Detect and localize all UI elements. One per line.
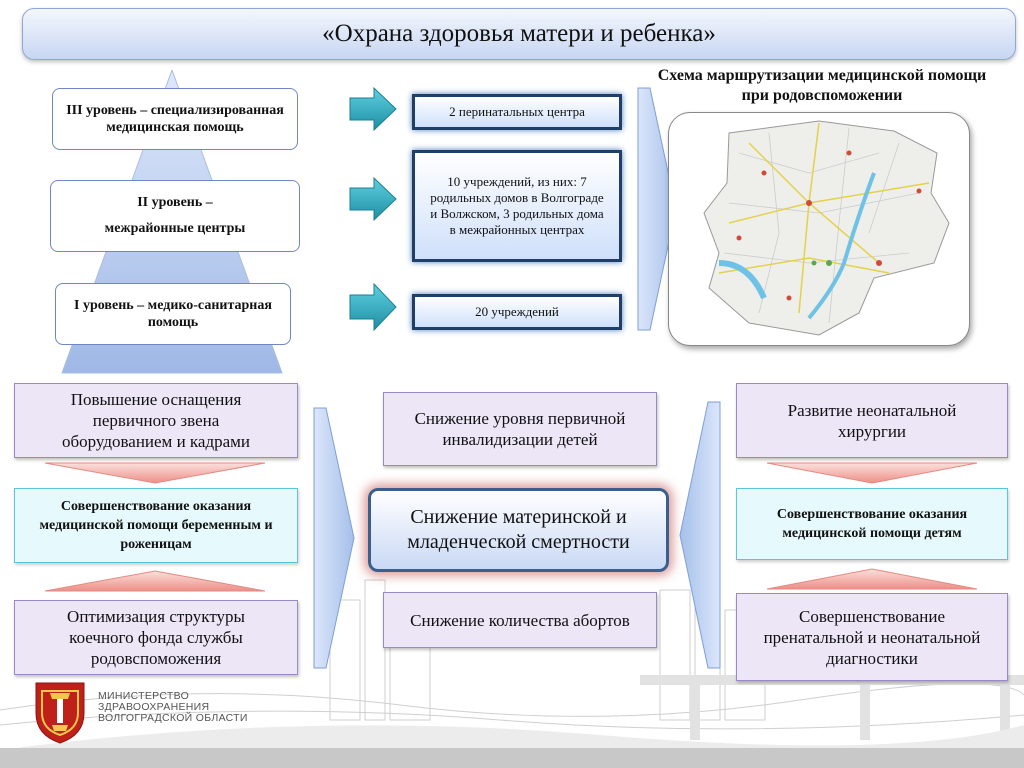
right-child-care-text: Совершенствование оказания медицинской п… (776, 507, 968, 541)
map-title: Схема маршрутизации медицинской помощи п… (652, 66, 992, 106)
ministry-caption: МИНИСТЕРСТВО ЗДРАВООХРАНЕНИЯ ВОЛГОГРАДСК… (98, 691, 248, 724)
level-1-box: I уровень – медико-санитарная помощь (55, 283, 291, 345)
center-disability-text: Снижение уровня первичной инвалидизации … (414, 409, 626, 449)
volgograd-emblem-icon (35, 682, 85, 744)
right-diagnostics-box: Совершенствование пренатальной и неоната… (736, 593, 1008, 681)
center-disability-box: Снижение уровня первичной инвалидизации … (383, 392, 657, 466)
page-title-text: «Охрана здоровья матери и ребенка» (322, 20, 716, 47)
footer-strip (0, 748, 1024, 768)
arrow-up-icon (44, 570, 266, 592)
arrow-right-icon (349, 282, 397, 332)
arrow-right-icon (349, 86, 397, 132)
left-equipment-text: Повышение оснащения первичного звена обо… (61, 390, 251, 451)
level-2-text: II уровень – межрайонные центры (104, 195, 246, 236)
center-abortions-box: Снижение количества абортов (383, 592, 657, 648)
left-pregnancy-care-box: Совершенствование оказания медицинской п… (14, 488, 298, 563)
ministry-line-3: ВОЛГОГРАДСКОЙ ОБЛАСТИ (98, 712, 248, 724)
chevron-left-icon (679, 401, 721, 669)
level-1-text: I уровень – медико-санитарная помощь (74, 298, 272, 330)
left-bed-fund-box: Оптимизация структуры коечного фонда слу… (14, 600, 298, 675)
map-title-text: Схема маршрутизации медицинской помощи п… (657, 67, 987, 104)
chevron-right-icon (313, 407, 355, 669)
perinatal-centers-box: 2 перинатальных центра (412, 94, 622, 130)
level-3-text: III уровень – специализированная медицин… (66, 103, 284, 135)
right-child-care-box: Совершенствование оказания медицинской п… (736, 488, 1008, 560)
center-mortality-box: Снижение материнской и младенческой смер… (368, 488, 669, 572)
arrow-right-icon (349, 176, 397, 222)
region-map (668, 112, 970, 346)
left-bed-fund-text: Оптимизация структуры коечного фонда слу… (67, 607, 245, 668)
arrow-down-icon (766, 462, 978, 484)
region-map-image (703, 120, 950, 336)
maternity-institutions-box: 10 учреждений, из них: 7 родильных домов… (412, 150, 622, 262)
left-equipment-box: Повышение оснащения первичного звена обо… (14, 383, 298, 458)
center-abortions-text: Снижение количества абортов (410, 610, 630, 630)
perinatal-centers-text: 2 перинатальных центра (449, 104, 585, 119)
right-diagnostics-text: Совершенствование пренатальной и неоната… (763, 606, 981, 668)
center-mortality-text: Снижение материнской и младенческой смер… (407, 506, 630, 553)
left-pregnancy-care-text: Совершенствование оказания медицинской п… (39, 499, 273, 552)
primary-institutions-text: 20 учреждений (475, 304, 559, 319)
arrow-up-icon (766, 568, 978, 590)
chevron-right-icon (637, 87, 677, 331)
maternity-institutions-text: 10 учреждений, из них: 7 родильных домов… (430, 174, 604, 237)
right-neonatal-surgery-text: Развитие неонатальной хирургии (787, 400, 957, 441)
right-neonatal-surgery-box: Развитие неонатальной хирургии (736, 383, 1008, 458)
ministry-line-1: МИНИСТЕРСТВО (98, 690, 190, 702)
level-2-box: II уровень – межрайонные центры (50, 180, 300, 252)
arrow-down-icon (44, 462, 266, 484)
page-title: «Охрана здоровья матери и ребенка» (22, 8, 1016, 60)
primary-institutions-box: 20 учреждений (412, 294, 622, 330)
ministry-line-2: ЗДРАВООХРАНЕНИЯ (98, 701, 210, 713)
level-3-box: III уровень – специализированная медицин… (52, 88, 298, 150)
